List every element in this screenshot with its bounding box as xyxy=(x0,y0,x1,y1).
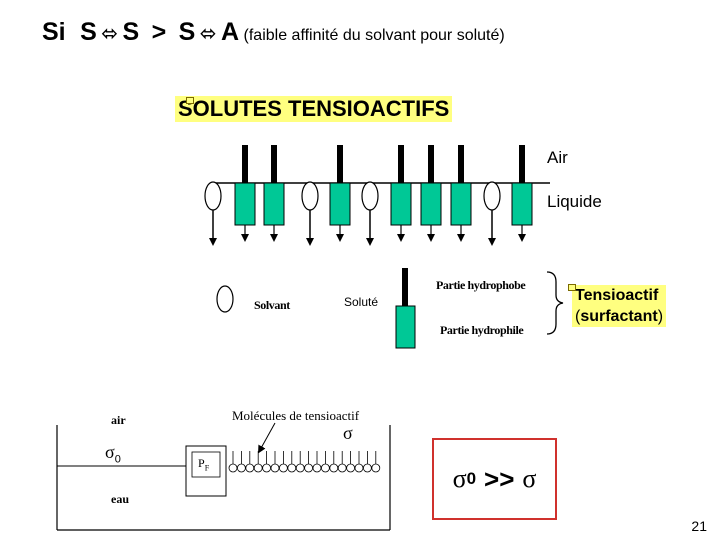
solvent-molecule xyxy=(301,181,319,246)
trough-air-label: air xyxy=(111,413,126,427)
surfactant-monolayer xyxy=(228,451,381,473)
monolayer-head xyxy=(278,463,288,473)
trough-sigma0-label: σ0 xyxy=(105,442,121,466)
surfactant-label-line2: (surfactant) xyxy=(575,308,664,325)
comment-marker-icon xyxy=(568,284,576,291)
formula-sub: 0 xyxy=(466,469,477,488)
surfactant-molecule xyxy=(450,145,472,242)
molecules-pointer-arrow xyxy=(258,422,276,454)
monolayer-head xyxy=(295,463,305,473)
monolayer-head xyxy=(253,463,263,473)
header-formula: Si S ⬄ S > S ⬄ A (faible affinité du sol… xyxy=(42,18,505,47)
page-number: 21 xyxy=(691,518,707,534)
monolayer-head xyxy=(270,463,280,473)
legend-hydrophobic-tail xyxy=(402,268,408,306)
liquid-label: Liquide xyxy=(547,192,602,211)
surfactant-molecule xyxy=(329,145,351,242)
langmuir-trough xyxy=(56,425,391,531)
legend-solvent-shape xyxy=(216,285,234,313)
monolayer-head xyxy=(354,463,364,473)
trough-sigma-label: σ xyxy=(343,423,353,443)
surfactant-label-line1: Tensioactif xyxy=(575,287,659,304)
solvent-molecule xyxy=(483,181,501,246)
monolayer-head xyxy=(228,463,238,473)
air-label: Air xyxy=(547,148,568,167)
monolayer-head xyxy=(245,463,255,473)
solvent-molecule xyxy=(361,181,379,246)
legend-hydrophobic-label: Partie hydrophobe xyxy=(436,278,526,292)
monolayer-head xyxy=(362,463,372,473)
barrier-label: PF xyxy=(198,456,210,473)
header-gt: > xyxy=(151,18,167,46)
surfactant-molecule xyxy=(511,145,533,242)
monolayer-head xyxy=(371,463,381,473)
formula-op: >> xyxy=(484,463,515,494)
header-note: (faible affinité du solvant pour soluté) xyxy=(243,27,505,44)
monolayer-head xyxy=(312,463,322,473)
monolayer-head xyxy=(329,463,339,473)
comment-marker-icon xyxy=(186,97,194,104)
legend-solute-label: Soluté xyxy=(344,295,379,309)
monolayer-head xyxy=(304,463,314,473)
header-si: Si xyxy=(42,18,66,46)
legend-hydrophilic-label: Partie hydrophile xyxy=(440,323,524,337)
solvent-molecule xyxy=(204,181,222,246)
monolayer-head xyxy=(337,463,347,473)
surfactant-label: Tensioactif (surfactant) xyxy=(572,285,667,327)
header-s3: S xyxy=(178,18,196,46)
monolayer-head xyxy=(287,463,297,473)
header-s1: S xyxy=(80,18,97,46)
double-arrow-icon: ⬄ xyxy=(101,21,118,45)
header-s2: S xyxy=(122,18,140,46)
monolayer-head xyxy=(262,463,272,473)
header-a: A xyxy=(221,18,240,46)
surfactant-molecule xyxy=(234,145,256,242)
section-title: SOLUTES TENSIOACTIFS xyxy=(175,96,453,122)
legend-hydrophilic-head xyxy=(395,305,416,349)
formula-sigma: σ xyxy=(522,464,537,493)
legend-solvent-label: Solvant xyxy=(254,298,290,312)
surfactant-molecule xyxy=(420,145,442,242)
trough-water-label: eau xyxy=(111,492,129,506)
monolayer-head xyxy=(236,463,246,473)
surfactant-molecule xyxy=(390,145,412,242)
double-arrow-icon: ⬄ xyxy=(199,21,217,45)
monolayer-head xyxy=(320,463,330,473)
trough-barrier-inner xyxy=(191,451,221,478)
surfactant-molecule xyxy=(263,145,285,242)
molecules-label: Molécules de tensioactif xyxy=(232,408,360,423)
formula-sigma0: σ xyxy=(452,464,467,493)
monolayer-head xyxy=(346,463,356,473)
brace-icon xyxy=(546,271,564,335)
